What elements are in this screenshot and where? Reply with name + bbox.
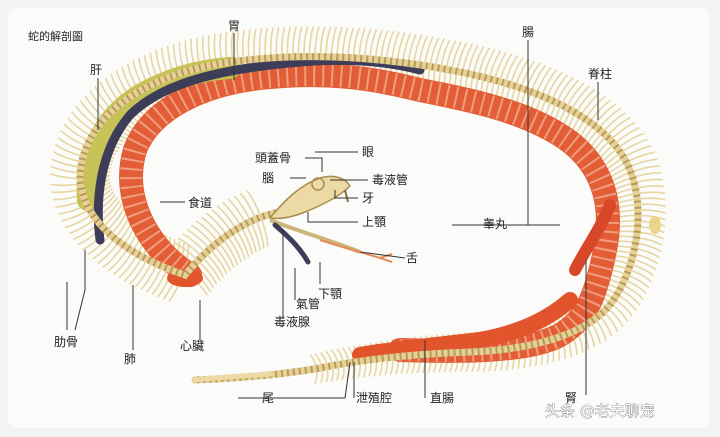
label-spine: 脊柱 [588,66,612,81]
rib [634,178,663,184]
label-ribs: 肋骨 [54,334,78,349]
rib [110,209,129,236]
rib [358,28,366,59]
rib [620,138,648,154]
rib [269,27,274,58]
eye-socket [311,177,325,191]
rib [637,203,667,208]
label-tongue: 舌 [406,251,418,265]
rib [236,30,240,62]
label-stomach: 胃 [228,19,240,33]
rib [49,172,81,180]
rib [230,31,234,62]
rib [292,26,297,57]
rib [50,183,81,187]
label-venom-gland: 毒液腺 [274,314,310,329]
rib [637,197,666,201]
rib [247,29,251,60]
rib [286,26,292,58]
label-skull: 頭蓋骨 [255,151,291,165]
rib [201,256,221,282]
watermark: 头条 @老夫聊宠 [545,402,655,420]
label-lung: 肺 [124,352,136,366]
rib [264,27,269,59]
rib [330,26,338,57]
label-eye: 眼 [362,145,374,159]
rib [64,213,93,229]
rib [637,209,667,214]
tail-tip [192,371,273,383]
rib [242,29,246,61]
label-kidney: 腎 [565,391,577,405]
rib [635,242,662,253]
diagram-title: 蛇的解剖圖 [28,29,83,43]
rib [297,26,303,57]
liver-organ [76,57,241,211]
rib [314,26,320,57]
label-intestine: 腸 [522,25,534,39]
spine [76,53,642,384]
fang-bone [344,189,349,203]
label-liver: 肝 [90,63,102,77]
rib [636,191,666,195]
rib [303,26,309,57]
rib [275,27,280,58]
rib [347,27,355,58]
rib [352,27,361,58]
rib [205,252,225,278]
rib [319,26,326,57]
kidney-organ [569,199,616,276]
label-lower-jaw: 下顎 [318,287,342,301]
label-cloaca: 泄殖腔 [356,390,392,405]
label-heart: 心臟 [180,339,204,353]
label-testis: 睾丸 [483,216,507,231]
rib [52,151,83,163]
leader-lines [66,33,599,399]
testis-organ [649,216,661,234]
rib [253,28,257,60]
rib [281,26,286,58]
rib [635,185,665,189]
label-brain: 腦 [262,170,274,185]
label-tail: 尾 [262,391,274,405]
rib [260,216,269,247]
label-rectum: 直腸 [430,391,454,405]
label-fang: 牙 [362,191,374,205]
label-trachea: 氣管 [296,296,320,311]
label-venom-duct: 毒液管 [372,172,408,187]
venom-gland-organ [272,222,311,265]
tongue-organ [319,239,393,263]
label-esophagus: 食道 [188,195,212,210]
rib [606,307,624,328]
digestive-tract-segments [120,64,619,362]
label-upper-jaw: 上顎 [362,215,386,229]
rib [341,27,349,58]
rib [336,26,343,58]
rib [632,172,662,179]
rib [308,26,315,57]
skull [268,175,393,265]
rib [325,26,332,57]
rectum-organ [352,292,578,363]
rib [258,28,263,59]
rib [630,165,660,174]
